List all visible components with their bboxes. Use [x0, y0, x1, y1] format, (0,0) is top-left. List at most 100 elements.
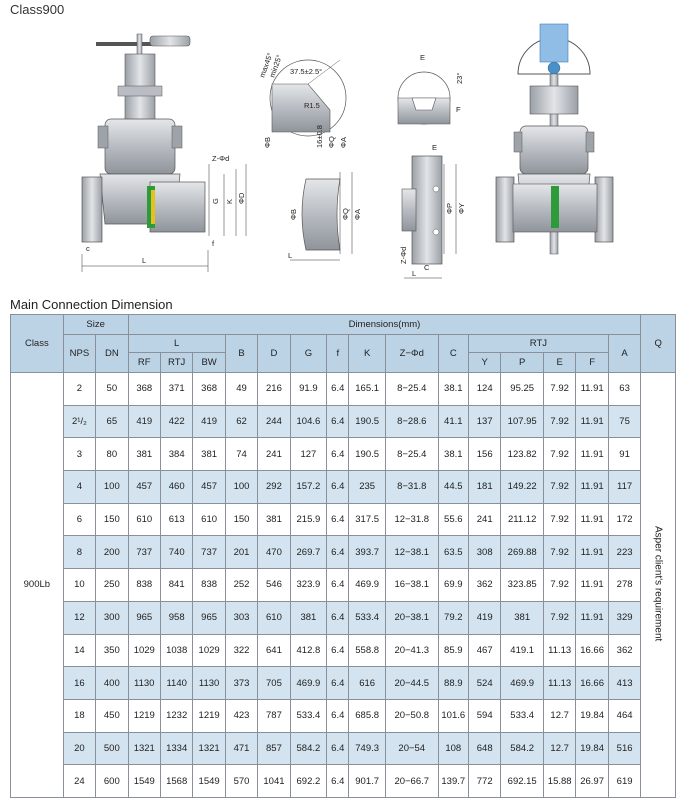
- table-cell: 1568: [159, 764, 194, 798]
- table-cell: 88.9: [437, 666, 469, 700]
- table-cell: 308: [467, 535, 502, 570]
- table-cell: 705: [257, 666, 291, 700]
- fig3-phi-b-label: ΦB: [289, 209, 298, 220]
- table-cell: 1232: [159, 698, 194, 733]
- rtj-flange-section-figure: E ΦP ΦY Z-Φd C L: [399, 143, 466, 279]
- table-cell: 300: [95, 600, 129, 635]
- table-cell: 1549: [127, 764, 161, 798]
- table-cell: 20−66.7: [384, 764, 439, 798]
- table-cell: 350: [95, 633, 129, 668]
- header-b: B: [224, 334, 259, 373]
- table-cell: 469.9: [500, 666, 544, 700]
- table-cell: 558.8: [348, 633, 386, 668]
- table-cell: 7.92: [542, 502, 577, 537]
- table-cell: 641: [257, 633, 291, 668]
- fig4-angle-label: 23°: [455, 73, 464, 84]
- table-cell: 269.7: [289, 535, 328, 570]
- header-size: Size: [62, 314, 129, 335]
- table-cell: 371: [159, 372, 194, 406]
- valve-technical-drawings: Z-Φd G K ΦD c f L max45° min25° 37.5±2.5…: [81, 23, 614, 279]
- table-cell: 6.4: [326, 535, 350, 570]
- table-cell: 737: [192, 535, 226, 570]
- table-cell: 38.1: [437, 437, 469, 472]
- table-cell: 838: [192, 568, 226, 602]
- table-cell: 381: [500, 600, 544, 635]
- table-cell: 464: [607, 698, 642, 733]
- table-cell: 467: [467, 633, 502, 668]
- table-cell: 11.91: [575, 404, 609, 439]
- table-cell: 211.12: [500, 502, 544, 537]
- table-cell: 157.2: [289, 470, 328, 504]
- table-cell: 6.4: [326, 502, 350, 537]
- header-q: Q: [640, 314, 676, 373]
- table-cell: 6.4: [326, 764, 350, 798]
- fig5-phi-y-label: ΦY: [457, 203, 466, 214]
- table-cell: 26.97: [575, 764, 609, 798]
- table-cell: 584.2: [500, 731, 544, 766]
- table-cell: 471: [224, 731, 259, 766]
- table-cell: 613: [159, 502, 194, 537]
- table-cell: 278: [607, 568, 642, 602]
- pipe-weld-end-figure: ΦB ΦQ ΦA L: [288, 172, 362, 261]
- table-cell: 470: [257, 535, 291, 570]
- table-cell: 362: [607, 633, 642, 668]
- table-cell: 787: [257, 698, 291, 733]
- table-cell: 1334: [159, 731, 194, 766]
- header-f: f: [326, 334, 350, 373]
- table-cell: 100: [95, 470, 129, 504]
- table-cell: 413: [607, 666, 642, 700]
- table-cell: 11.91: [575, 437, 609, 472]
- table-cell: 901.7: [348, 764, 386, 798]
- table-cell: 11.13: [542, 633, 577, 668]
- table-cell: 6.4: [326, 698, 350, 733]
- table-cell: 619: [607, 764, 642, 798]
- table-cell: 241: [467, 502, 502, 537]
- table-cell: 18: [62, 698, 97, 733]
- table-cell: 200: [95, 535, 129, 570]
- table-cell: 8−31.8: [384, 470, 439, 504]
- table-cell: 546: [257, 568, 291, 602]
- table-cell: 6.4: [326, 600, 350, 635]
- table-cell: 460: [159, 470, 194, 504]
- fig1-l-label: L: [142, 256, 146, 265]
- table-cell: 469.9: [348, 568, 386, 602]
- table-cell: 6.4: [326, 372, 350, 406]
- table-cell: 6: [62, 502, 97, 537]
- fig4-e-label: E: [420, 53, 425, 62]
- table-cell: 11.91: [575, 470, 609, 504]
- table-cell: 616: [348, 666, 386, 700]
- table-cell: 7.92: [542, 372, 577, 406]
- table-cell: 7.92: [542, 600, 577, 635]
- table-cell: 12: [62, 600, 97, 635]
- table-cell: 20−41.3: [384, 633, 439, 668]
- table-cell: 838: [127, 568, 161, 602]
- table-cell: 252: [224, 568, 259, 602]
- table-cell: 7.92: [542, 470, 577, 504]
- gear-operated-valve-figure: [495, 23, 614, 255]
- table-cell: 12.7: [542, 698, 577, 733]
- table-cell: 49: [224, 372, 259, 406]
- table-cell: 384: [159, 437, 194, 472]
- main-connection-dimension-table: Class Size Dimensions(mm) Q NPS DN L B D…: [10, 314, 676, 798]
- fig2-r-label: R1.5: [304, 101, 320, 110]
- header-l-bw: BW: [192, 352, 226, 373]
- table-cell: 469.9: [289, 666, 328, 700]
- table-cell: 6.4: [326, 666, 350, 700]
- header-c: C: [437, 334, 469, 373]
- section-title: Main Connection Dimension: [10, 297, 173, 312]
- table-cell: 323.9: [289, 568, 328, 602]
- table-cell: 16.66: [575, 666, 609, 700]
- table-cell: 108: [437, 731, 469, 766]
- table-cell: 7.92: [542, 535, 577, 570]
- fig2-t-label: 16±0.8: [315, 125, 324, 148]
- table-cell: 16−38.1: [384, 568, 439, 602]
- table-cell: 75: [607, 404, 642, 439]
- table-cell: 149.22: [500, 470, 544, 504]
- table-cell: 11.91: [575, 535, 609, 570]
- header-nps: NPS: [62, 334, 97, 373]
- table-cell: 101.6: [437, 698, 469, 733]
